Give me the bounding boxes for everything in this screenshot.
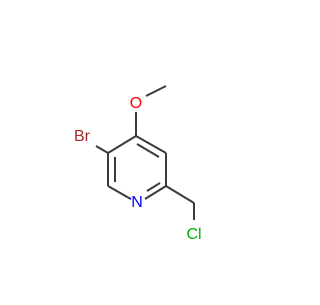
- oxygen-label: O: [130, 95, 142, 112]
- bromine-label: Br: [74, 128, 91, 145]
- chlorine-label: Cl: [186, 226, 201, 243]
- bond-c2-c3: [135, 135, 167, 154]
- bond-c1-ch2: [165, 185, 195, 204]
- bond-c2-c3-inner: [136, 143, 160, 158]
- bond-c5-n-blue: [128, 197, 132, 200]
- molecule-structure: O Br N Cl: [74, 85, 202, 243]
- bond-c5-n: [107, 185, 130, 199]
- bond-c3-c4: [107, 135, 137, 154]
- bond-c4-br: [95, 145, 109, 154]
- nitrogen-label: N: [131, 194, 143, 211]
- bond-n-c1-inner: [146, 182, 161, 192]
- bond-o-ch3: [145, 85, 167, 97]
- bond-n-c1: [144, 185, 167, 200]
- molecule-canvas: O Br N Cl: [74, 85, 202, 243]
